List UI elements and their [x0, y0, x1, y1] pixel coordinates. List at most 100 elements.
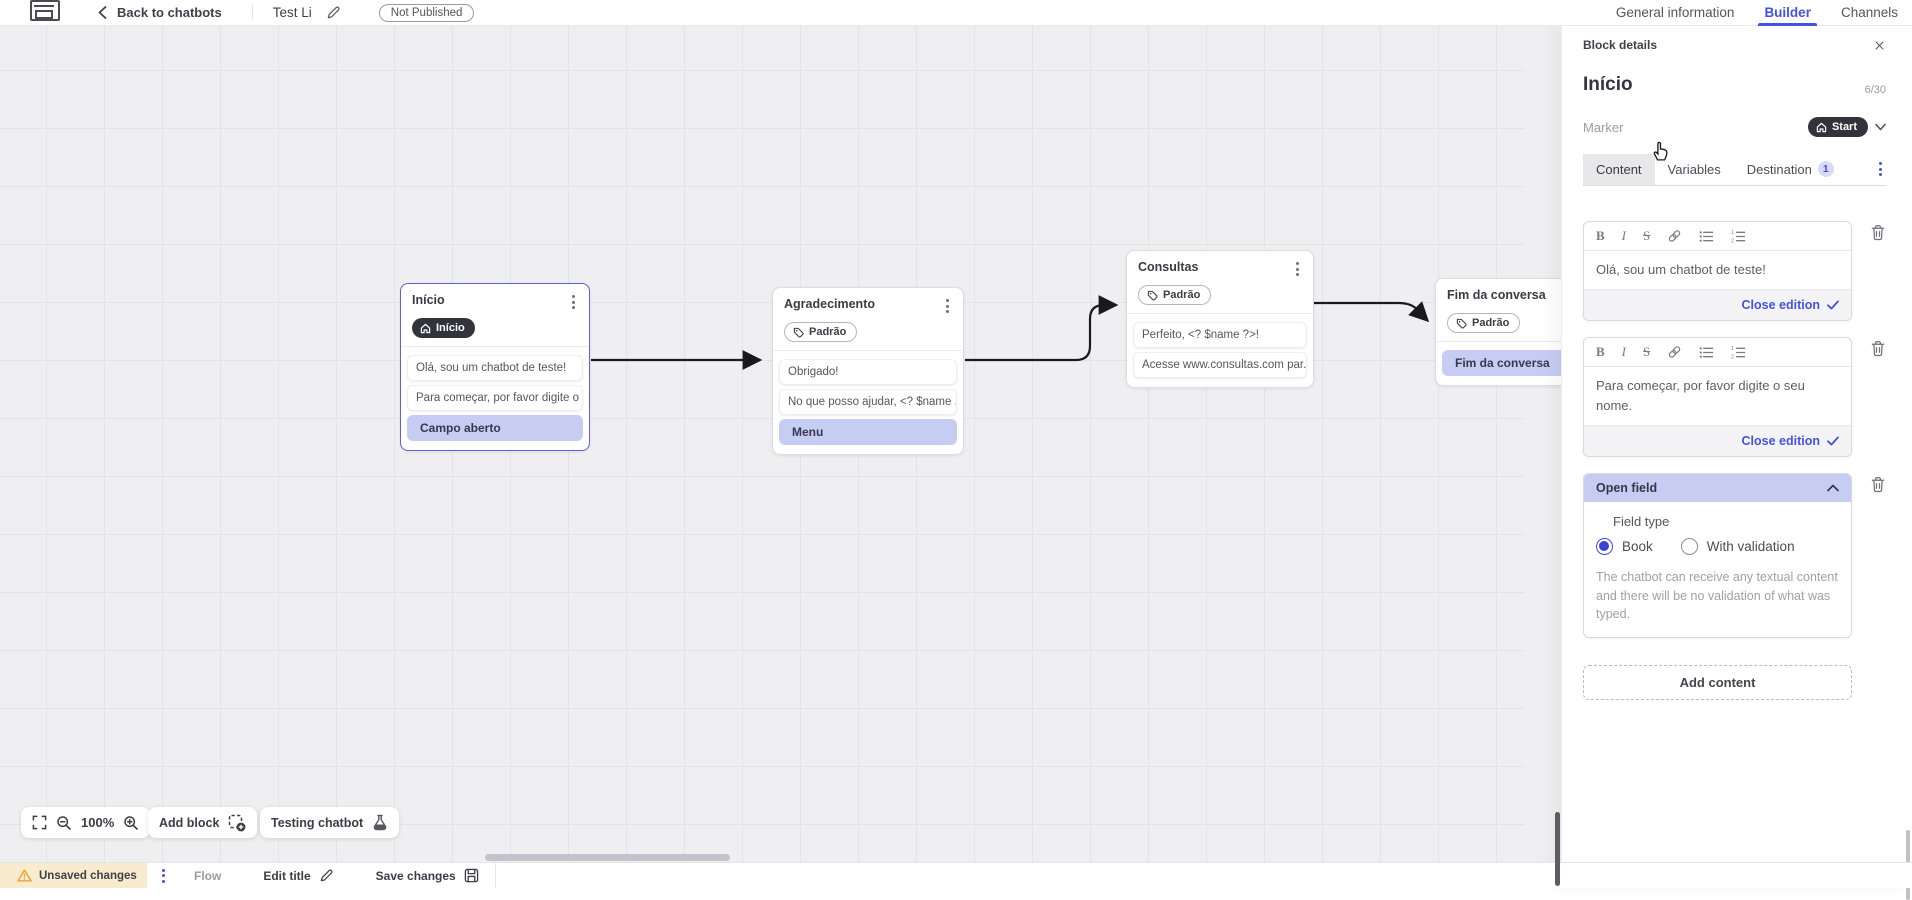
block-message-item[interactable]: Olá, sou um chatbot de teste!	[407, 354, 583, 381]
block-action-item[interactable]: Menu	[779, 418, 957, 445]
delete-content-button[interactable]	[1852, 337, 1886, 357]
zoom-level: 100%	[81, 815, 115, 830]
block-message-item[interactable]: Perfeito, <? $name ?>!	[1133, 321, 1307, 348]
link-icon[interactable]	[1667, 345, 1682, 359]
back-to-chatbots-button[interactable]: Back to chatbots	[98, 5, 222, 20]
close-icon[interactable]	[1873, 39, 1886, 52]
delete-content-button[interactable]	[1852, 221, 1886, 241]
back-label: Back to chatbots	[117, 5, 222, 20]
panel-tab-label: Variables	[1667, 161, 1721, 177]
vertical-scrollbar[interactable]	[1555, 812, 1560, 886]
home-icon	[420, 323, 431, 333]
testing-chatbot-button[interactable]: Testing chatbot	[260, 807, 400, 838]
bullet-list-icon[interactable]	[1699, 346, 1714, 359]
save-changes-label: Save changes	[375, 868, 456, 883]
destination-count-badge: 1	[1817, 161, 1834, 177]
radio-with-validation[interactable]: With validation	[1680, 538, 1795, 556]
bold-icon[interactable]: B	[1596, 228, 1605, 243]
svg-text:2: 2	[1731, 354, 1734, 358]
tab-general-information[interactable]: General information	[1615, 5, 1735, 20]
italic-icon[interactable]: I	[1621, 344, 1627, 360]
tab-builder[interactable]: Builder	[1758, 0, 1817, 26]
unsaved-changes-indicator: Unsaved changes	[0, 863, 147, 888]
edit-title-icon[interactable]	[326, 5, 341, 20]
bottombar-menu-icon[interactable]	[157, 866, 170, 886]
block-marker-pill: Padrão	[1138, 285, 1212, 305]
open-field-label: Open field	[1596, 481, 1658, 496]
block-action-item[interactable]: Campo aberto	[407, 414, 583, 441]
editor-text[interactable]: Para começar, por favor digite o seu nom…	[1596, 378, 1805, 414]
testing-chatbot-label: Testing chatbot	[271, 815, 364, 830]
horizontal-scrollbar[interactable]	[485, 854, 730, 861]
block-menu-icon[interactable]	[942, 297, 953, 315]
chatbot-title[interactable]: Test Li	[272, 5, 312, 20]
block-message-item[interactable]: Para começar, por favor digite o ...	[407, 384, 583, 411]
bottom-bar: Unsaved changes Flow Edit title Save cha…	[0, 862, 1912, 888]
marker-start-pill[interactable]: Start	[1807, 117, 1868, 137]
block-details-panel: Block details Início 6/30 Marker Start C…	[1561, 26, 1912, 900]
link-icon[interactable]	[1667, 229, 1682, 243]
tag-icon	[1147, 290, 1158, 301]
panel-tab-content[interactable]: Content	[1583, 153, 1655, 185]
close-edition-button[interactable]: Close edition	[1584, 425, 1851, 457]
block-action-item[interactable]: Fim da conversa	[1442, 349, 1561, 376]
panel-tabs: Content Variables Destination 1	[1583, 153, 1886, 186]
tag-icon	[1456, 318, 1467, 329]
block-marker-pill: Padrão	[784, 322, 858, 342]
edit-title-button[interactable]: Edit title	[263, 868, 333, 883]
editor-text[interactable]: Olá, sou um chatbot de teste!	[1596, 262, 1766, 277]
radio-book[interactable]: Book	[1596, 538, 1653, 556]
ordered-list-icon[interactable]: 12	[1731, 230, 1746, 243]
save-changes-button[interactable]: Save changes	[376, 868, 479, 883]
close-edition-label: Close edition	[1741, 298, 1820, 313]
trash-icon	[1871, 341, 1885, 357]
add-block-icon	[229, 814, 246, 831]
flow-label: Flow	[194, 868, 222, 883]
panel-tab-destination[interactable]: Destination 1	[1747, 153, 1834, 185]
chevron-down-icon[interactable]	[1875, 123, 1886, 131]
char-counter: 6/30	[1864, 84, 1886, 96]
zoom-out-icon[interactable]	[56, 815, 72, 831]
trash-icon	[1871, 225, 1885, 241]
radio-circle-icon	[1596, 538, 1613, 556]
close-edition-button[interactable]: Close edition	[1584, 289, 1851, 321]
marker-label: Marker	[1583, 119, 1624, 135]
panel-tabs-menu-icon[interactable]	[1875, 160, 1886, 178]
bullet-list-icon[interactable]	[1699, 230, 1714, 243]
tab-channels[interactable]: Channels	[1840, 5, 1898, 20]
svg-text:1: 1	[1731, 230, 1734, 236]
block-menu-icon[interactable]	[568, 293, 579, 311]
panel-tab-label: Destination	[1746, 161, 1812, 177]
fullscreen-icon[interactable]	[32, 815, 47, 830]
block-message-item[interactable]: Acesse www.consultas.com par...	[1133, 351, 1307, 378]
block-message-item[interactable]: Obrigado!	[779, 358, 957, 385]
bold-icon[interactable]: B	[1596, 344, 1605, 360]
block-title: Agradecimento	[784, 297, 875, 311]
delete-content-button[interactable]	[1852, 473, 1886, 493]
block-message-item[interactable]: No que posso ajudar, <? $name ...	[779, 388, 957, 415]
open-field-header[interactable]: Open field	[1584, 474, 1851, 503]
panel-tab-variables[interactable]: Variables	[1668, 154, 1721, 185]
radio-label: With validation	[1706, 539, 1795, 555]
add-block-button[interactable]: Add block	[148, 807, 258, 838]
block-menu-icon[interactable]	[1292, 260, 1303, 278]
zoom-in-icon[interactable]	[123, 815, 139, 831]
strikethrough-icon[interactable]: S	[1643, 228, 1651, 243]
block-marker-label: Início	[436, 322, 465, 334]
status-badge: Not Published	[378, 3, 475, 22]
marker-start-label: Start	[1831, 121, 1857, 133]
strikethrough-icon[interactable]: S	[1643, 344, 1651, 360]
block-name-field[interactable]: Início	[1583, 74, 1633, 95]
add-content-button[interactable]: Add content	[1583, 664, 1852, 700]
ordered-list-icon[interactable]: 12	[1731, 346, 1746, 359]
italic-icon[interactable]: I	[1621, 228, 1627, 243]
